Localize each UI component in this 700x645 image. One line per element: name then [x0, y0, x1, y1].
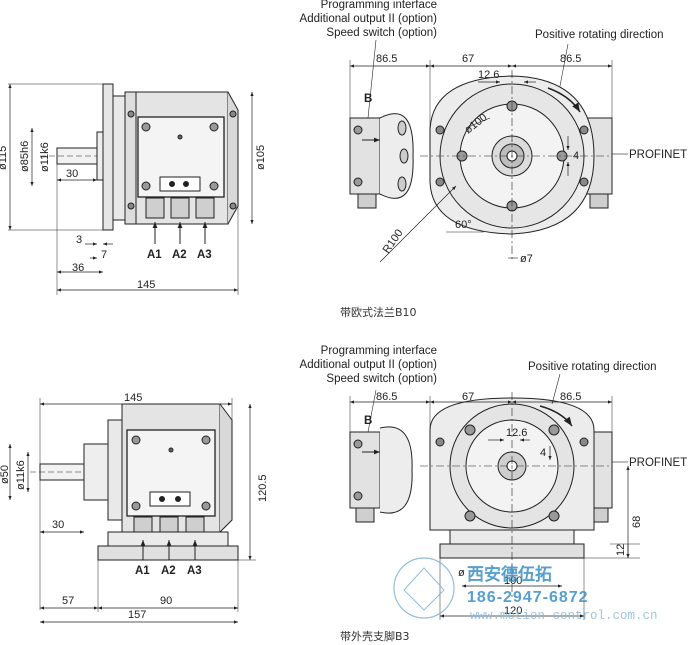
callout-speed-switch: Speed switch (option): [326, 27, 437, 39]
caption-b3: 带外壳支脚B3: [340, 629, 410, 643]
top-front-view: [349, 39, 628, 263]
view-arrow-label: B: [364, 415, 372, 427]
dim-label: ø11k6: [15, 460, 27, 490]
dim-label: 67: [462, 391, 474, 403]
dim-label: 57: [62, 595, 74, 607]
dim-label: 4: [573, 150, 579, 162]
top-front-labels: Programming interface Additional output …: [300, 0, 688, 319]
dim-label: 67: [462, 53, 474, 65]
dim-label: 100: [504, 575, 522, 587]
dim-label: 3: [76, 234, 82, 246]
watermark-phone: 186-2947-6872: [467, 589, 589, 606]
positive-rotating-direction-label: Positive rotating direction: [528, 361, 656, 373]
callout-programming-interface: Programming interface: [321, 345, 437, 357]
caption-b10: 带欧式法兰B10: [340, 305, 417, 319]
watermark: 西安德伍拓 186-2947-6872 www.motion-control.c…: [393, 557, 658, 623]
dim-label: 68: [631, 516, 643, 528]
dim-label: 60°: [455, 219, 472, 231]
port-label-a1: A1: [135, 565, 150, 577]
bottom-side-dim-labels: 145 ø50 ø11k6 30 120.5 57 90 157 A1 A2 A…: [0, 392, 269, 621]
dim-label: 7: [101, 249, 107, 261]
watermark-url: www.motion-control.com.cn: [470, 609, 658, 623]
port-label-a2: A2: [161, 565, 176, 577]
dim-label: 36: [72, 262, 84, 274]
view-arrow-label: B: [364, 93, 372, 105]
port-label-a3: A3: [187, 565, 202, 577]
callout-speed-switch: Speed switch (option): [326, 373, 437, 385]
dim-label: 4: [540, 447, 546, 459]
top-side-view: [8, 83, 254, 295]
dim-label: 12.6: [478, 69, 499, 81]
watermark-company: 西安德伍拓: [467, 564, 552, 585]
dim-label: 90: [160, 595, 172, 607]
port-label-a3: A3: [197, 249, 212, 261]
port-label-a2: A2: [172, 249, 187, 261]
port-label-a1: A1: [147, 249, 162, 261]
dim-label: 86.5: [560, 53, 581, 65]
dim-label: 145: [137, 279, 155, 291]
bottom-front-view: [349, 373, 640, 620]
dim-label: 12: [615, 544, 627, 556]
dim-label: ø7: [520, 253, 533, 265]
dim-label: 86.5: [560, 391, 581, 403]
dim-label: 12.6: [506, 427, 527, 439]
dim-label: ø11k6: [39, 142, 51, 172]
dim-label: 145: [124, 392, 142, 404]
dim-label: ø85h6: [19, 141, 31, 172]
profinet-label: PROFINET: [629, 457, 687, 469]
watermark-logo-icon: [393, 557, 455, 619]
dim-label: 86.5: [376, 391, 397, 403]
callout-additional-output: Additional output II (option): [300, 359, 438, 371]
positive-rotating-direction-label: Positive rotating direction: [535, 29, 663, 41]
callout-additional-output: Additional output II (option): [300, 13, 438, 25]
dim-label: ø: [458, 567, 465, 579]
dim-label: 157: [128, 609, 146, 621]
dim-label: ø50: [0, 465, 11, 484]
dim-label: ø105: [255, 145, 267, 170]
callout-programming-interface: Programming interface: [321, 0, 437, 11]
dim-label: 30: [52, 519, 64, 531]
dim-label: ø115: [0, 146, 9, 170]
top-side-dim-labels: ø115 ø85h6 ø11k6 30 3 7 36 145 ø105 A1 A…: [0, 141, 267, 291]
dim-label: 120.5: [257, 474, 269, 502]
dim-label: 120: [504, 605, 522, 617]
bottom-front-labels: Programming interface Additional output …: [300, 345, 688, 643]
profinet-label: PROFINET: [629, 149, 687, 161]
bottom-side-view: [8, 398, 256, 624]
dim-label: 30: [66, 168, 78, 180]
dim-label: R100: [381, 227, 406, 255]
dim-label: 86.5: [376, 53, 397, 65]
